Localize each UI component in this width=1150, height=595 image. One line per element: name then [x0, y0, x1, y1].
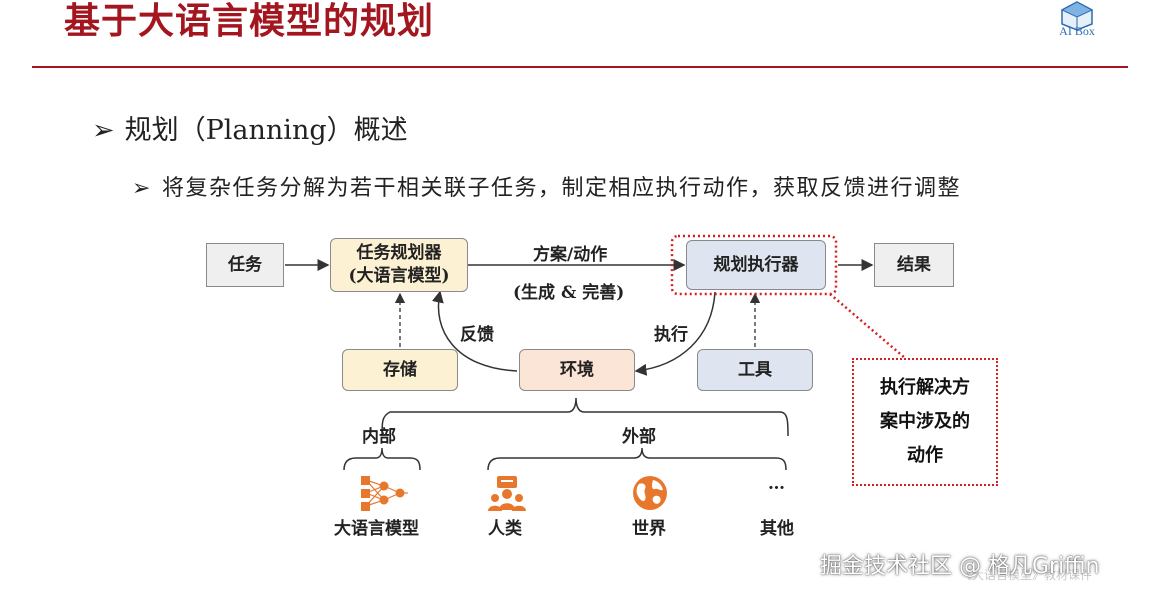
- internal-label: 内部: [362, 427, 396, 447]
- page-title: 基于大语言模型的规划: [64, 1, 435, 42]
- world-item-label: 世界: [632, 519, 666, 539]
- community-watermark: 掘金技术社区 @ 格凡Griffin: [820, 554, 1100, 579]
- globe-icon: [633, 476, 667, 510]
- logo-text: AI Box: [1059, 24, 1095, 38]
- edge-execute-label: 执行: [654, 325, 688, 345]
- bullet-level2: ➢ 将复杂任务分解为若干相关联子任务，制定相应执行动作，获取反馈进行调整: [132, 170, 961, 202]
- task-planner-sublabel: (大语言模型): [348, 266, 450, 286]
- executor-note: 执行解决方 案中涉及的 动作: [852, 358, 998, 486]
- people-icon: [488, 476, 526, 511]
- plan-executor-label: 规划执行器: [713, 254, 799, 275]
- course-watermark: 《大语言模型》教材课件: [960, 568, 1093, 582]
- bullet-level2-text: 将复杂任务分解为若干相关联子任务，制定相应执行动作，获取反馈进行调整: [161, 176, 961, 201]
- human-item-label: 人类: [488, 519, 522, 539]
- neural-network-icon: [361, 476, 408, 511]
- tools-label: 工具: [738, 359, 772, 380]
- ellipsis-label: …: [768, 474, 785, 494]
- bullet-arrow-icon: ➢: [132, 176, 152, 201]
- executor-note-line2: 案中涉及的: [880, 410, 970, 432]
- bullet-level1-text: 规划（Planning）概述: [124, 115, 408, 146]
- tools-box: 工具: [697, 349, 813, 391]
- task-planner-label: 任务规划器: [356, 243, 442, 264]
- result-box: 结果: [874, 243, 954, 287]
- executor-note-line3: 动作: [907, 445, 943, 467]
- edge-generate-label: (生成 & 完善): [513, 283, 625, 303]
- title-divider: [32, 66, 1128, 68]
- storage-box: 存储: [342, 349, 458, 391]
- ai-box-logo-icon: [1060, 1, 1094, 31]
- bullet-arrow-icon: ➢: [92, 115, 115, 146]
- edge-feedback-label: 反馈: [460, 325, 494, 345]
- bullet-level1: ➢ 规划（Planning）概述: [92, 108, 408, 147]
- storage-label: 存储: [383, 359, 417, 380]
- plan-executor-box: 规划执行器: [686, 240, 826, 290]
- external-label: 外部: [622, 427, 656, 447]
- result-label: 结果: [897, 254, 931, 275]
- executor-note-line1: 执行解决方: [880, 376, 970, 398]
- environment-box: 环境: [519, 349, 635, 391]
- other-item-label: 其他: [760, 519, 794, 539]
- environment-label: 环境: [560, 359, 594, 380]
- task-planner-box: 任务规划器 (大语言模型): [330, 238, 468, 292]
- edge-plan-action-label: 方案/动作: [533, 245, 608, 265]
- llm-item-label: 大语言模型: [334, 519, 419, 539]
- task-label: 任务: [228, 254, 262, 275]
- task-box: 任务: [206, 243, 284, 287]
